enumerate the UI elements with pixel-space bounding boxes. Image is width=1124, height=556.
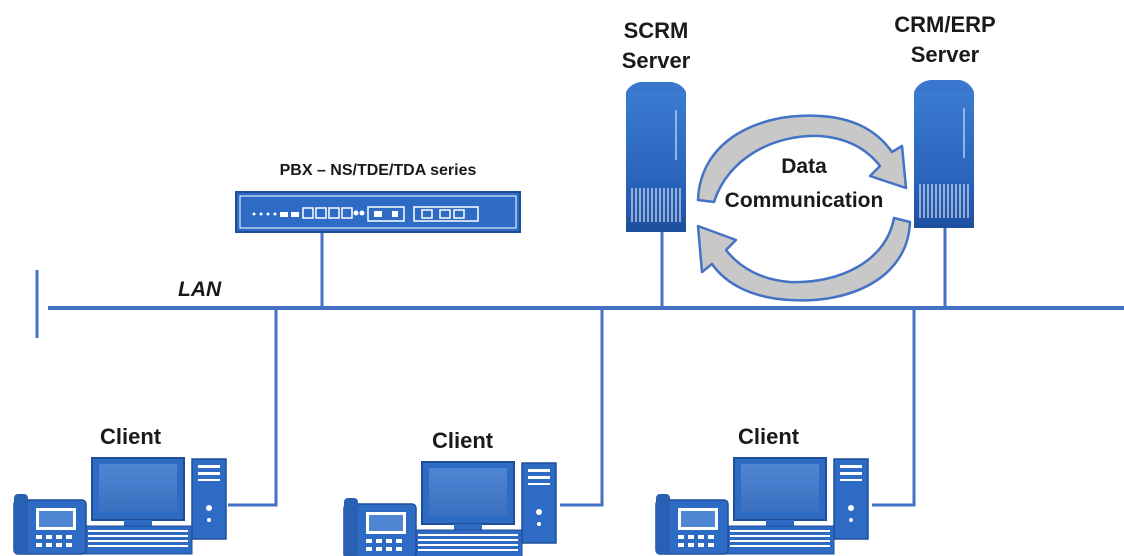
client-1-link xyxy=(228,308,278,507)
client-2-link xyxy=(560,308,604,507)
scrm-server-label: SCRM Server xyxy=(608,16,704,76)
data-label-line-2: Communication xyxy=(724,189,884,212)
client-workstation-3 xyxy=(655,457,869,555)
crm-erp-server-icon xyxy=(914,80,974,228)
client-label-1: Client xyxy=(100,424,162,449)
crm-label-line-2: Server xyxy=(910,42,980,67)
client-workstation-1 xyxy=(13,457,227,555)
data-communication-label: Data Communication xyxy=(696,150,912,218)
client-label-2: Client xyxy=(432,428,494,453)
client-workstation-2 xyxy=(343,461,557,556)
cycle-arrow-icon xyxy=(696,114,912,302)
lan-label: LAN xyxy=(178,278,222,301)
client-3-link xyxy=(872,308,916,507)
crm-erp-server-label: CRM/ERP Server xyxy=(870,10,1020,70)
data-label-line-1: Data xyxy=(781,155,827,178)
crm-label-line-1: CRM/ERP xyxy=(894,12,996,37)
scrm-label-line-2: Server xyxy=(621,48,691,73)
scrm-server-icon xyxy=(626,82,686,232)
scrm-label-line-1: SCRM xyxy=(623,18,689,43)
pbx-label: PBX – NS/TDE/TDA series xyxy=(279,162,477,179)
client-label-3: Client xyxy=(738,424,800,449)
pbx-icon xyxy=(235,191,521,233)
